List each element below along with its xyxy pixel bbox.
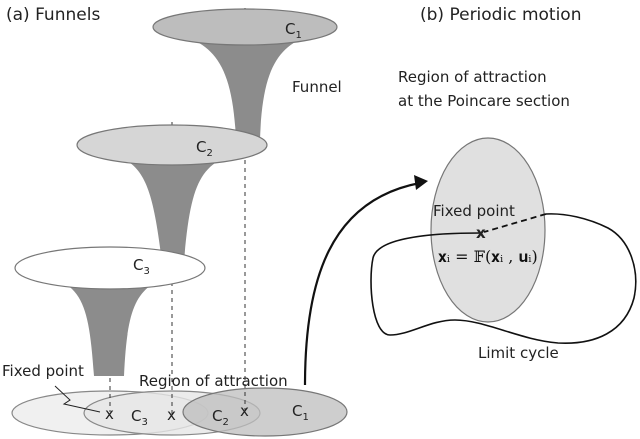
- region-c3-label: C3: [131, 407, 148, 428]
- funnel-c1-label: C1: [285, 20, 302, 41]
- fixed-point-label-a: Fixed point: [2, 362, 84, 380]
- funnel-c2: C2: [76, 124, 268, 262]
- connecting-arrow: [303, 181, 421, 386]
- funnel-c2-label: C2: [196, 138, 213, 159]
- region-c1-label: C1: [292, 402, 309, 423]
- funnel-c3-label: C3: [133, 256, 150, 277]
- limit-cycle-label: Limit cycle: [478, 344, 559, 362]
- fixed-point-marker-c3: x: [105, 405, 114, 423]
- funnel-c3-rim: [14, 246, 206, 290]
- funnel-c3-body: [15, 268, 204, 376]
- fixed-point-marker-c1: x: [240, 402, 249, 420]
- panel-a-title: (a) Funnels: [6, 5, 100, 25]
- fixed-point-equation: 𝐱ᵢ = 𝔽(𝐱ᵢ , 𝐮ᵢ): [438, 247, 538, 266]
- fixed-point-pointer: [54, 385, 101, 413]
- region-of-attraction-label: Region of attraction: [139, 372, 288, 390]
- region-c2-label: C2: [212, 407, 229, 428]
- limit-cycle-dashed-segment: [483, 213, 547, 233]
- fixed-point-marker-c2: x: [167, 406, 176, 424]
- fixed-point-marker-b: x: [476, 224, 486, 242]
- panel-b-title: (b) Periodic motion: [420, 5, 581, 25]
- funnel-c1-rim: [152, 8, 338, 46]
- funnel-c2-rim: [76, 124, 268, 166]
- limit-cycle-curve: [370, 213, 637, 344]
- funnel-label: Funnel: [292, 78, 342, 96]
- fixed-point-label-b: Fixed point: [433, 202, 515, 220]
- region-attraction-line1: Region of attraction: [398, 68, 547, 86]
- funnel-c3: C3: [14, 246, 206, 376]
- funnel-c2-body: [85, 145, 265, 262]
- arrow-head: [414, 175, 428, 190]
- funnel-c1: C1: [152, 8, 338, 140]
- region-attraction-line2: at the Poincare section: [398, 92, 570, 110]
- funnel-c1-body: [153, 27, 337, 140]
- region-ellipse-c1: [182, 387, 348, 437]
